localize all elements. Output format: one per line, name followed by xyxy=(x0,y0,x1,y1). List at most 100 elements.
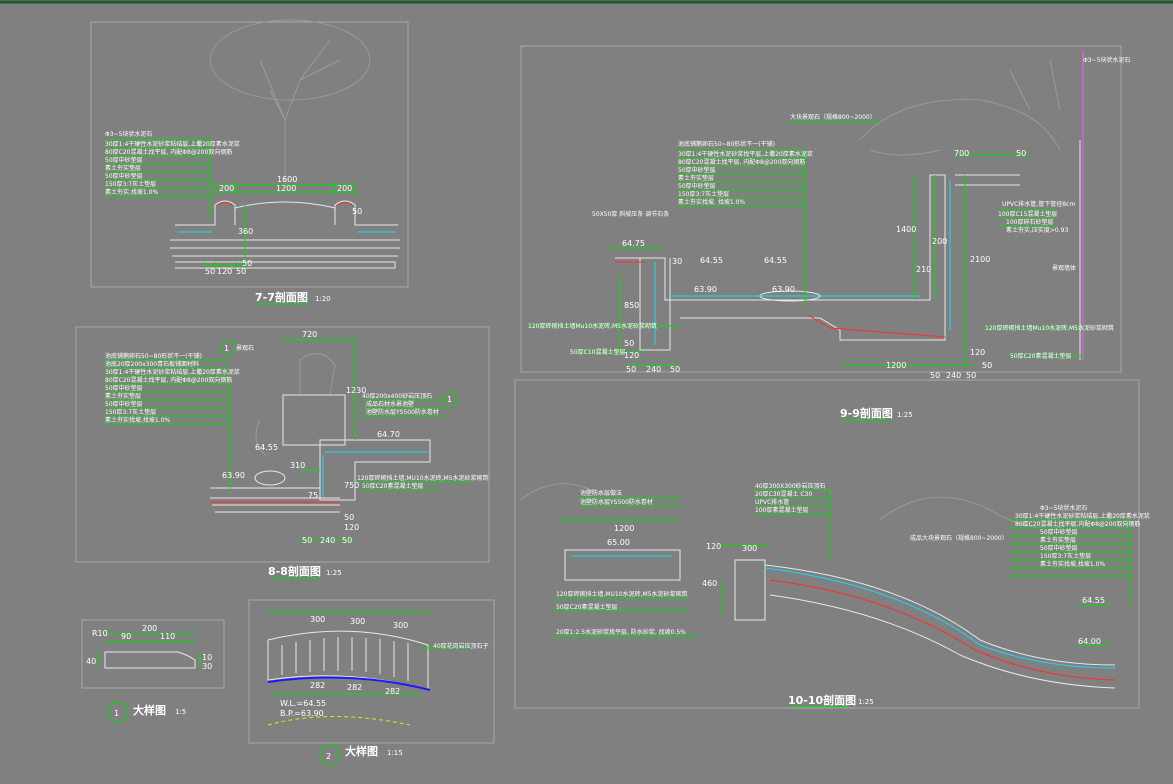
detail-1-number: 1 xyxy=(114,709,119,718)
right-slab xyxy=(955,140,1081,360)
dim-9-9-18: 120 xyxy=(970,348,985,357)
bottom-note-9-9-2: 50厚C10混凝土垫层 xyxy=(570,348,625,356)
note-7-7-6: 50厚中砂垫层 xyxy=(105,172,143,180)
title-7-7: 7-7剖面图 xyxy=(255,290,308,304)
frame-detail-1 xyxy=(81,619,225,689)
dim-9-9-5: 50 xyxy=(624,339,634,348)
slope-10-10 xyxy=(764,564,1116,689)
right-note-10-10-5: 素土夯实垫层 xyxy=(1040,536,1076,544)
notes-9-9-leaders xyxy=(678,149,806,305)
elev-9-9-5: 63.90 xyxy=(772,285,795,294)
top-note-10-10-4: 100厚素混凝土垫层 xyxy=(755,506,808,514)
pool-walls xyxy=(175,200,398,226)
detail-1: 200 90 110 R10 40 10 30 1 大样图 1:5 xyxy=(86,624,212,723)
dim-7-7-e: 120 xyxy=(217,267,232,276)
note-8-8-3: 30厚1:4干硬性水泥砂浆粘结层,上撒20厚素水泥浆 xyxy=(105,368,240,376)
dim-7-7-f: 50 xyxy=(236,267,246,276)
detail-1-dim-3: 110 xyxy=(160,632,175,641)
detail-1-dim-4: R10 xyxy=(92,629,108,638)
detail-1-dim-2: 90 xyxy=(121,632,131,641)
bottom-notes-leaders xyxy=(530,325,680,353)
dim-9-9-14: 1200 xyxy=(886,361,906,370)
detail-1-badge xyxy=(107,701,129,723)
detail-2-dim-4: 282 xyxy=(310,681,325,690)
dim-9-9-8: 240 xyxy=(646,365,661,374)
note-8-8-6: 素土夯实垫层 xyxy=(105,392,141,400)
dim-8-8-3: 310 xyxy=(290,461,305,470)
dim-8-8-5: 75 xyxy=(308,491,318,500)
tree-sketch xyxy=(259,39,341,185)
top-note-10-10-3: UPVC排水管 xyxy=(755,498,789,506)
left-top-8-8: 景观石 xyxy=(236,345,254,352)
right-note-9-9-1: Φ3~5块状水泥石 xyxy=(1083,56,1130,64)
dim-9-9-9: 50 xyxy=(670,365,680,374)
bottom-right-leaders xyxy=(985,327,1085,357)
notes-8-8-leaders xyxy=(105,359,231,490)
scale-9-9: 1:25 xyxy=(897,411,913,419)
base-layers xyxy=(170,239,400,269)
detail-2-dim-6: 282 xyxy=(385,687,400,696)
dim-9-9-12: 210 xyxy=(916,265,931,274)
right-note-9-9-5: 素土夯实,压实度>0.93 xyxy=(1006,226,1068,234)
dim-9-9-16: 240 xyxy=(946,371,961,380)
top-note-9-9: 大块景观石（规格800~2000） xyxy=(790,113,876,121)
water-8-8 xyxy=(322,451,428,498)
note-7-7-2: 30厚1:4干硬性水泥砂浆粘结层,上撒20厚素水泥浆 xyxy=(105,140,240,148)
dim-9-9-10: 1400 xyxy=(896,225,916,234)
detail-2: 300 300 300 282 282 282 40厚花岗岩压顶石子 W.L.=… xyxy=(267,611,489,766)
note-9-9-5: 素土夯实垫层 xyxy=(678,174,714,182)
coping-hatch xyxy=(217,202,353,206)
pool-10-10 xyxy=(564,549,681,581)
hatch-lines xyxy=(615,261,946,338)
detail-2-dim-3: 300 xyxy=(393,621,408,630)
detail-2-number: 2 xyxy=(326,752,331,761)
dim-8-8-4: 750 xyxy=(344,481,359,490)
frame-9-9 xyxy=(520,45,1122,373)
note-8-8-8: 150厚3:7灰土垫层 xyxy=(105,408,156,416)
section-7-7: Φ3~5块状水泥石 30厚1:4干硬性水泥砂浆粘结层,上撒20厚素水泥浆 80厚… xyxy=(105,19,400,305)
waterproof-lines xyxy=(654,180,951,345)
bottom-note-9-9-1: 120厚砖砌挡土墙Mu10水泥砖,M5水泥砂浆砌筑 xyxy=(528,322,657,330)
dim-7-7-total: 1600 xyxy=(277,175,297,184)
note-9-9-3: 80厚C20混凝土找平层, 内配Φ8@200双向钢筋 xyxy=(678,158,805,166)
right-note-8-8-1: 40厚200x400砂岩压顶石 xyxy=(362,392,432,400)
bottom-note-10-10-1: 120厚砖砌挡土墙,MU10水泥砖,M5水泥砂浆砌筑 xyxy=(556,590,687,598)
bottom-note-9-9-4: 50厚C20素混凝土垫层 xyxy=(1010,352,1071,360)
detail-1-dims xyxy=(97,633,201,668)
right-note-9-9-2: UPVC排水管,管下管径8cm xyxy=(1002,200,1075,208)
dim-lines-top xyxy=(214,182,356,195)
detail-2-dims xyxy=(268,611,470,695)
right-note-10-10-1: Φ3~5块状水泥石 xyxy=(1040,504,1087,512)
detail-2-note: 40厚花岗岩压顶石子 xyxy=(433,642,489,650)
elev-8-8-1: 64.55 xyxy=(255,443,278,452)
detail-marker-1-text: 1 xyxy=(224,344,229,353)
note-8-8-7: 50厚中砂垫层 xyxy=(105,400,143,408)
elev-10-10-3: 64.00 xyxy=(1078,637,1101,646)
top-note-10-10-1: 40厚300X300砂岩压顶石 xyxy=(755,482,826,490)
dim-lines-8-8 xyxy=(280,339,360,541)
bottom-grade xyxy=(267,716,411,726)
title-10-10: 10-10剖面图 xyxy=(788,693,856,707)
leaders-10-10 xyxy=(560,489,831,560)
detail-2-dim-5: 282 xyxy=(347,683,362,692)
dim-10-10-4: 460 xyxy=(702,579,717,588)
bottom-note-10-10-2: 50厚C20素混凝土垫层 xyxy=(556,603,617,611)
elev-9-9-1: 64.75 xyxy=(622,239,645,248)
elev-8-8-2: 64.70 xyxy=(377,430,400,439)
dim-lines-bottom xyxy=(204,205,246,268)
dim-10-10-2: 120 xyxy=(706,542,721,551)
sculpture-sketch xyxy=(255,353,336,456)
base-layers-8-8 xyxy=(210,487,340,513)
dim-8-8-10: 50 xyxy=(342,536,352,545)
frame-7-7 xyxy=(90,21,409,288)
dim-7-7-i: 50 xyxy=(352,207,362,216)
detail-2-dim-1: 300 xyxy=(310,615,325,624)
elev-10-10-1: 65.00 xyxy=(607,538,630,547)
elev-8-8-3: 63.90 xyxy=(222,471,245,480)
detail-1-dim-5: 40 xyxy=(86,657,96,666)
right-notes-leaders xyxy=(955,154,1055,227)
right-note-10-10-6: 50厚中砂垫层 xyxy=(1040,544,1078,552)
dim-9-9-4: 850 xyxy=(624,301,639,310)
dim-7-7-h: 360 xyxy=(238,227,253,236)
note-8-8-5: 50厚中砂垫层 xyxy=(105,384,143,392)
